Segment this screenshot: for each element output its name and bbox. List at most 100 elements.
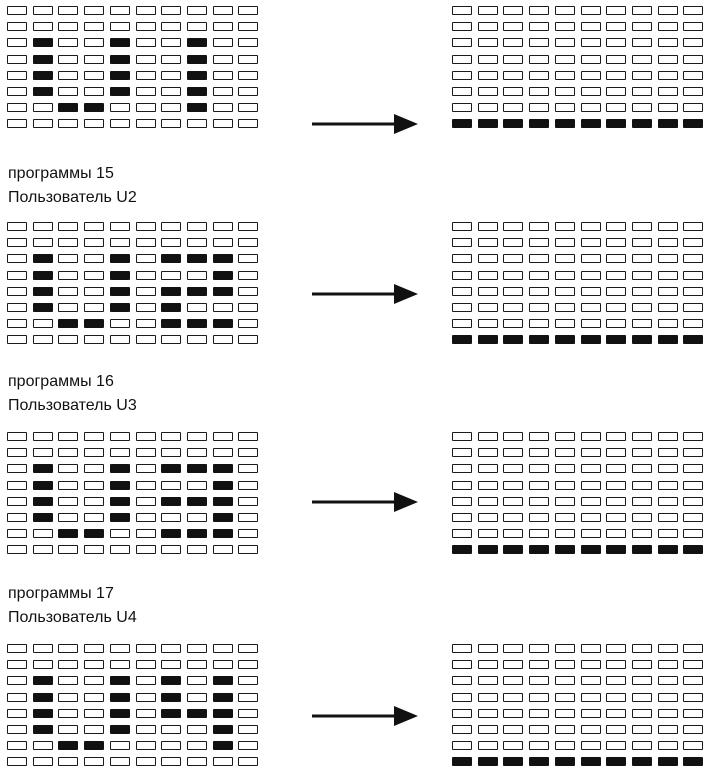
segment-lit	[186, 103, 207, 113]
segment-unlit	[631, 725, 652, 734]
segment-unlit	[452, 70, 472, 80]
segment-unlit	[580, 6, 601, 15]
segment-unlit	[58, 38, 79, 48]
segment-unlit	[32, 119, 53, 129]
segment-unlit	[58, 335, 79, 345]
segment-unlit	[580, 303, 601, 312]
segment-unlit	[657, 708, 678, 718]
segment-unlit	[631, 432, 652, 441]
segment-lit	[683, 757, 704, 767]
segment-unlit	[503, 238, 524, 248]
segment-lit	[529, 335, 550, 345]
segment-unlit	[238, 741, 259, 751]
segment-unlit	[135, 6, 156, 15]
segment-unlit	[529, 87, 550, 96]
segment-unlit	[657, 432, 678, 441]
segment-lit	[161, 676, 182, 686]
segment-unlit	[606, 238, 627, 248]
segment-unlit	[135, 757, 156, 767]
segment-lit	[212, 496, 233, 506]
segment-unlit	[84, 692, 105, 702]
segment-unlit	[58, 757, 79, 767]
segment-lit	[477, 757, 498, 767]
segment-unlit	[657, 529, 678, 539]
segment-unlit	[503, 222, 524, 231]
segment-unlit	[580, 22, 601, 32]
segment-unlit	[554, 286, 575, 296]
segment-lit	[109, 254, 130, 264]
segment-unlit	[58, 725, 79, 734]
segment-lit	[529, 757, 550, 767]
segment-unlit	[7, 464, 27, 474]
segment-unlit	[84, 303, 105, 312]
segment-lit	[58, 319, 79, 329]
segment-unlit	[452, 708, 472, 718]
segment-unlit	[683, 676, 704, 686]
segment-lit	[212, 464, 233, 474]
segment-unlit	[161, 335, 182, 345]
right-arrow-icon	[312, 114, 418, 134]
segment-unlit	[452, 238, 472, 248]
segment-unlit	[161, 38, 182, 48]
segment-unlit	[212, 660, 233, 670]
segment-lit	[683, 545, 704, 555]
segment-unlit	[631, 286, 652, 296]
segment-unlit	[161, 725, 182, 734]
segment-unlit	[683, 286, 704, 296]
segment-unlit	[631, 254, 652, 264]
segment-unlit	[161, 660, 182, 670]
segment-unlit	[606, 270, 627, 280]
segment-unlit	[503, 432, 524, 441]
segment-unlit	[58, 496, 79, 506]
segment-unlit	[58, 545, 79, 555]
segment-lit	[109, 38, 130, 48]
segment-unlit	[58, 6, 79, 15]
segment-lit	[452, 545, 472, 555]
segment-unlit	[683, 222, 704, 231]
segment-unlit	[161, 238, 182, 248]
segment-unlit	[683, 70, 704, 80]
segment-unlit	[503, 708, 524, 718]
segment-unlit	[554, 692, 575, 702]
program-panel-1	[0, 6, 723, 136]
segment-lit	[109, 513, 130, 522]
segment-unlit	[7, 513, 27, 522]
segment-unlit	[580, 676, 601, 686]
segment-unlit	[554, 270, 575, 280]
segment-unlit	[554, 660, 575, 670]
segment-unlit	[580, 496, 601, 506]
segment-unlit	[606, 87, 627, 96]
segment-unlit	[452, 448, 472, 458]
segment-unlit	[238, 513, 259, 522]
segment-unlit	[7, 254, 27, 264]
segment-unlit	[135, 496, 156, 506]
segment-unlit	[683, 54, 704, 64]
segment-unlit	[580, 254, 601, 264]
segment-unlit	[135, 644, 156, 653]
segment-unlit	[631, 644, 652, 653]
segment-unlit	[683, 22, 704, 32]
segment-unlit	[631, 480, 652, 490]
segment-lit	[58, 529, 79, 539]
segment-unlit	[238, 54, 259, 64]
segment-unlit	[683, 644, 704, 653]
segment-unlit	[109, 335, 130, 345]
segment-unlit	[657, 448, 678, 458]
segment-lit	[452, 757, 472, 767]
segment-unlit	[452, 222, 472, 231]
segment-unlit	[657, 480, 678, 490]
segment-unlit	[580, 87, 601, 96]
segment-unlit	[186, 480, 207, 490]
segment-unlit	[631, 529, 652, 539]
segment-unlit	[7, 644, 27, 653]
segment-unlit	[135, 464, 156, 474]
segment-unlit	[238, 319, 259, 329]
segment-unlit	[186, 757, 207, 767]
segment-unlit	[580, 741, 601, 751]
segment-unlit	[580, 38, 601, 48]
segment-unlit	[606, 432, 627, 441]
segment-unlit	[109, 644, 130, 653]
segment-unlit	[683, 87, 704, 96]
segment-unlit	[58, 238, 79, 248]
segment-lit	[161, 286, 182, 296]
